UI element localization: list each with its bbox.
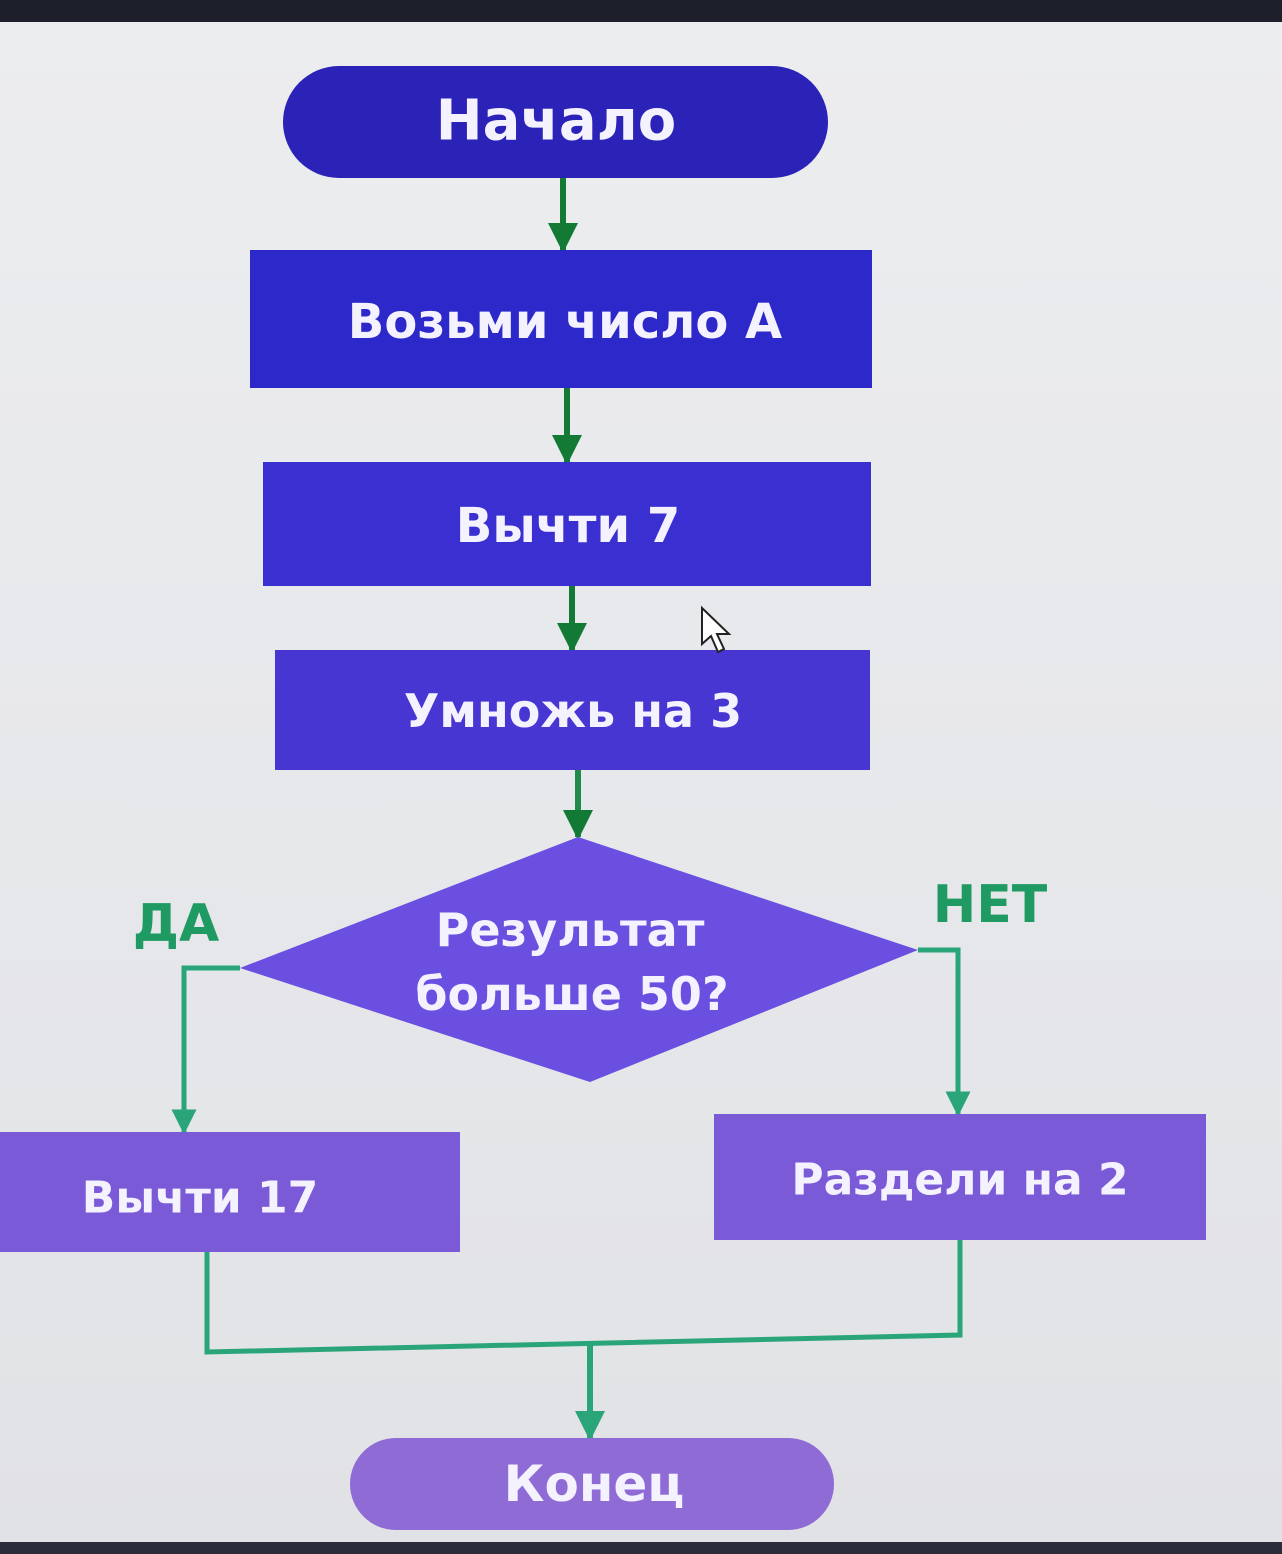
- subtract-17-box: [0, 1132, 460, 1252]
- mouse-cursor-icon: [701, 605, 732, 654]
- arrow-no-branch: [918, 947, 971, 1117]
- divide-2-box: [714, 1114, 1206, 1240]
- merge-line: [204, 1240, 963, 1355]
- multiply-3-label: Умножь на 3: [404, 684, 742, 738]
- end-terminator: [350, 1438, 834, 1530]
- start-label: Начало: [436, 89, 676, 154]
- take-number-label: Возьми число А: [348, 294, 782, 350]
- start-terminator: [283, 66, 828, 178]
- yes-label: ДА: [133, 894, 220, 954]
- divide-2-label: Раздели на 2: [791, 1155, 1128, 1206]
- multiply-3-box: [275, 650, 870, 770]
- subtract-17-label: Вычти 17: [82, 1173, 318, 1224]
- decision-line1: Результат: [436, 903, 705, 957]
- subtract-7-label: Вычти 7: [456, 498, 681, 554]
- take-number-box: [250, 250, 872, 388]
- connectors: [171, 178, 971, 1441]
- screen-bezel-top: [0, 0, 1282, 22]
- no-label: НЕТ: [933, 875, 1048, 935]
- screen-bezel-bottom: [0, 1542, 1282, 1554]
- decision-line2: больше 50?: [415, 967, 728, 1021]
- end-label: Конец: [504, 1455, 685, 1513]
- arrow-yes-branch: [171, 965, 240, 1135]
- subtract-7-box: [263, 462, 871, 586]
- decision-diamond: [240, 837, 918, 1082]
